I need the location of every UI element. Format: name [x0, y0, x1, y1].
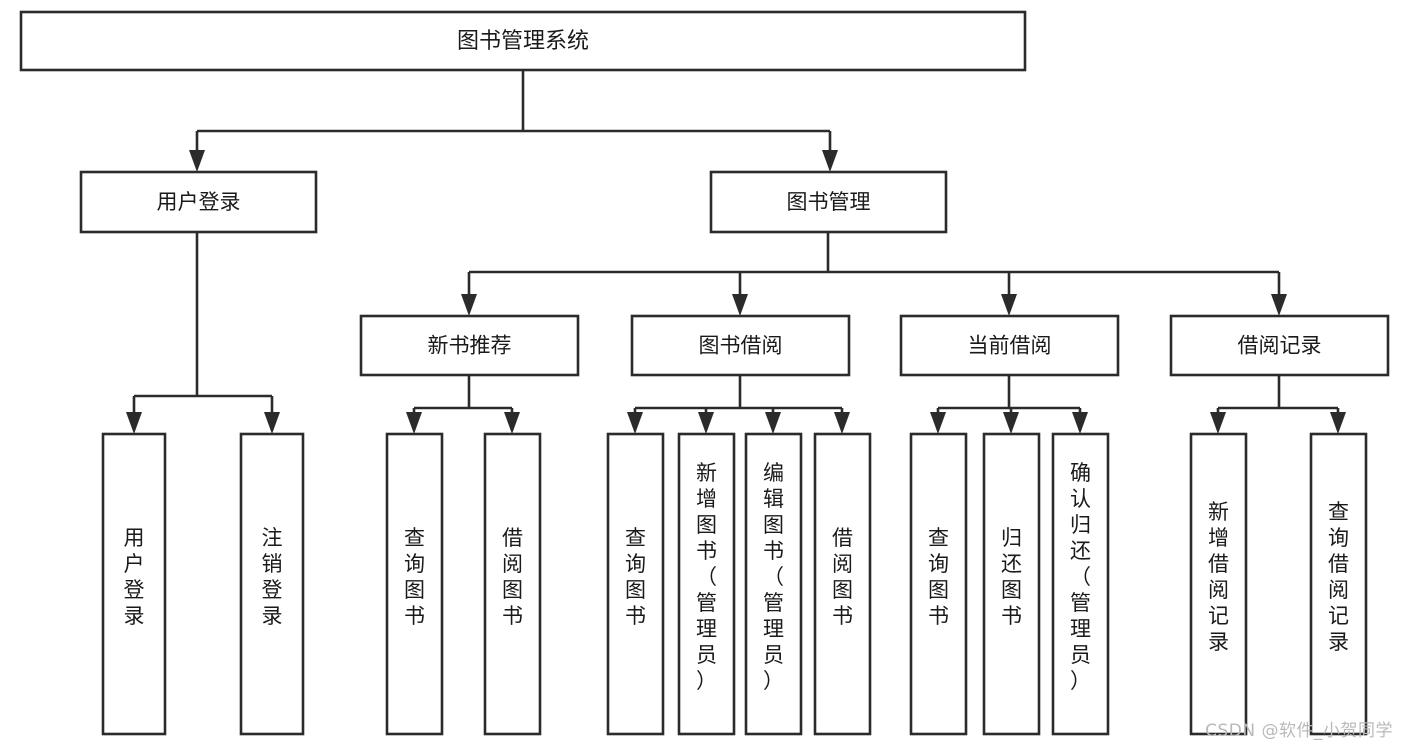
arrow-head-icon: [1271, 294, 1287, 316]
arrow-head-icon: [1210, 412, 1226, 434]
node-label: 注销登录: [262, 526, 283, 628]
node-label: 用户登录: [124, 526, 145, 628]
arrow-head-icon: [189, 150, 205, 172]
node-label: 查询图书: [928, 526, 949, 628]
node-current-borrow[interactable]: 当前借阅: [899, 314, 1120, 377]
diagram-title: 图书管理系统: [457, 29, 589, 54]
node-user-login[interactable]: 用户登录: [79, 170, 318, 234]
node-new-book-rec[interactable]: 新书推荐: [359, 314, 580, 377]
node-label: 查询图书: [625, 526, 646, 628]
arrow-head-icon: [264, 412, 280, 434]
node-box[interactable]: [101, 432, 167, 736]
node-leaf-confirm-return[interactable]: 确认归还（管理员）: [1051, 432, 1110, 736]
node-box[interactable]: [813, 432, 872, 736]
node-book-manage[interactable]: 图书管理: [709, 170, 948, 234]
node-box[interactable]: [982, 432, 1041, 736]
node-label: 借阅图书: [832, 526, 853, 628]
node-box[interactable]: [630, 314, 851, 377]
arrow-head-icon: [1330, 412, 1346, 434]
connector-newbookrec-to-leaves: [406, 375, 520, 434]
node-leaf-user-login[interactable]: 用户登录: [101, 432, 167, 736]
arrow-head-icon: [765, 412, 781, 434]
node-label: 图书管理: [787, 190, 871, 214]
arrow-head-icon: [698, 412, 714, 434]
arrow-head-icon: [126, 412, 142, 434]
node-box[interactable]: [483, 432, 542, 736]
node-box[interactable]: [1051, 432, 1110, 736]
arrow-head-icon: [732, 294, 748, 316]
arrow-head-icon: [627, 412, 643, 434]
node-label: 新增借阅记录: [1208, 500, 1229, 654]
node-box[interactable]: [606, 432, 665, 736]
node-box[interactable]: [677, 432, 736, 736]
node-leaf-add-record[interactable]: 新增借阅记录: [1189, 432, 1248, 736]
node-box[interactable]: [385, 432, 444, 736]
node-box[interactable]: [359, 314, 580, 377]
arrow-head-icon: [461, 294, 477, 316]
node-box[interactable]: [744, 432, 803, 736]
node-box[interactable]: [1169, 314, 1390, 377]
node-label: 借阅记录: [1238, 334, 1322, 358]
arrow-head-icon: [406, 412, 422, 434]
node-leaf-query-book-cb[interactable]: 查询图书: [909, 432, 968, 736]
node-leaf-logout[interactable]: 注销登录: [239, 432, 305, 736]
node-label: 新增图书（管理员）: [696, 461, 717, 693]
node-leaf-edit-book[interactable]: 编辑图书（管理员）: [744, 432, 803, 736]
arrow-head-icon: [834, 412, 850, 434]
node-box[interactable]: [19, 10, 1027, 72]
node-leaf-query-book-bb[interactable]: 查询图书: [606, 432, 665, 736]
node-label: 借阅图书: [502, 526, 523, 628]
arrow-head-icon: [504, 412, 520, 434]
arrow-head-icon: [1001, 294, 1017, 316]
node-box[interactable]: [1189, 432, 1248, 736]
node-leaf-query-record[interactable]: 查询借阅记录: [1309, 432, 1368, 736]
node-box[interactable]: [239, 432, 305, 736]
node-label: 查询借阅记录: [1328, 500, 1349, 654]
node-leaf-return-book[interactable]: 归还图书: [982, 432, 1041, 736]
node-leaf-borrow-book-bb[interactable]: 借阅图书: [813, 432, 872, 736]
node-root[interactable]: 图书管理系统: [19, 10, 1027, 72]
node-leaf-borrow-book-rec[interactable]: 借阅图书: [483, 432, 542, 736]
node-label: 编辑图书（管理员）: [763, 461, 784, 693]
node-label: 新书推荐: [428, 334, 512, 358]
nodes-layer: 图书管理系统用户登录图书管理新书推荐图书借阅当前借阅借阅记录用户登录注销登录查询…: [19, 10, 1390, 736]
connector-userlogin-to-leaves: [126, 232, 280, 434]
connector-borrowrecord-to-leaves: [1210, 375, 1346, 434]
connector-bookborrow-to-leaves: [627, 375, 850, 434]
node-label: 图书借阅: [699, 334, 783, 358]
connector-booksmanage-to-level2: [461, 232, 1287, 316]
arrow-head-icon: [930, 412, 946, 434]
arrow-head-icon: [822, 150, 838, 172]
node-box[interactable]: [709, 170, 948, 234]
node-label: 查询图书: [404, 526, 425, 628]
node-box[interactable]: [899, 314, 1120, 377]
node-box[interactable]: [909, 432, 968, 736]
node-leaf-add-book[interactable]: 新增图书（管理员）: [677, 432, 736, 736]
node-label: 确认归还（管理员）: [1070, 461, 1091, 693]
node-label: 当前借阅: [968, 334, 1052, 358]
arrow-head-icon: [1003, 412, 1019, 434]
arrow-head-icon: [1072, 412, 1088, 434]
node-book-borrow[interactable]: 图书借阅: [630, 314, 851, 377]
node-leaf-query-book-rec[interactable]: 查询图书: [385, 432, 444, 736]
watermark-text: CSDN @软件_小贺同学: [1205, 721, 1393, 741]
node-box[interactable]: [79, 170, 318, 234]
node-box[interactable]: [1309, 432, 1368, 736]
node-borrow-record[interactable]: 借阅记录: [1169, 314, 1390, 377]
node-label: 用户登录: [157, 190, 241, 214]
connector-currentborrow-to-leaves: [930, 375, 1088, 434]
node-label: 归还图书: [1001, 526, 1022, 628]
connector-root-to-level1: [189, 70, 838, 172]
